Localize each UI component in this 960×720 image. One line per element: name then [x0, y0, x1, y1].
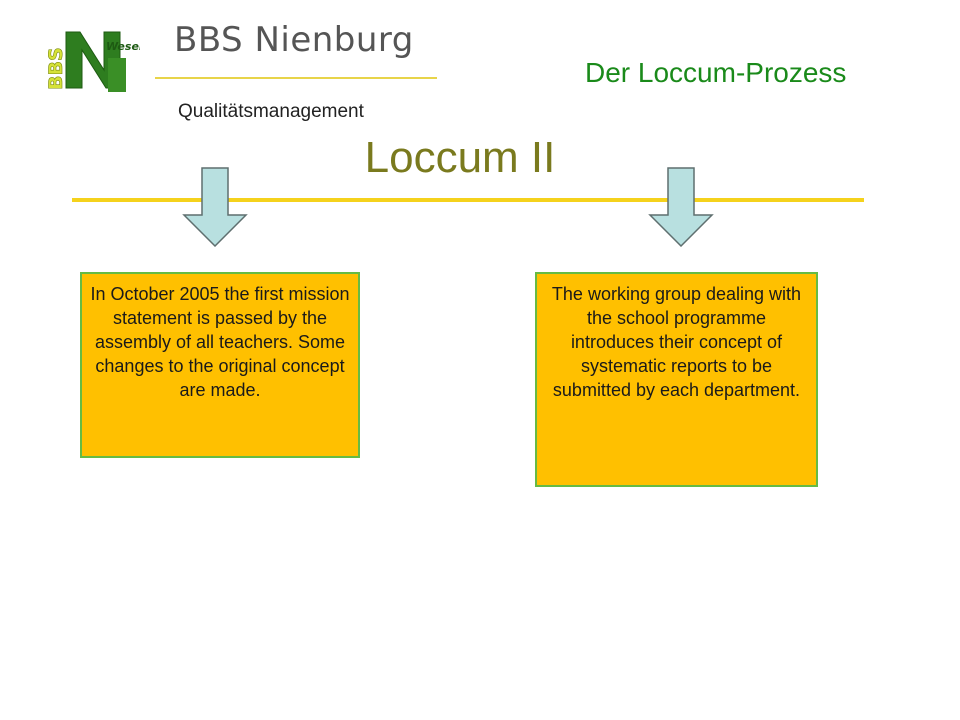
timeline-line: [72, 198, 864, 202]
subtitle: Qualitätsmanagement: [178, 101, 364, 122]
logo-letters: BBS: [48, 47, 67, 90]
down-arrow-icon: [182, 167, 248, 247]
slide-title: Loccum II: [364, 133, 556, 182]
logo-word: Weser: [106, 40, 140, 53]
brand-divider: [155, 77, 437, 79]
bbs-nienburg-logo: BBS Weser: [48, 31, 140, 92]
down-arrow-icon: [648, 167, 714, 247]
process-title: Der Loccum-Prozess: [585, 57, 847, 88]
milestone-box-right: The working group dealing with the schoo…: [535, 272, 818, 487]
milestone-box-left: In October 2005 the first mission statem…: [80, 272, 360, 458]
brand-name: BBS Nienburg: [174, 20, 414, 60]
logo-bar: [108, 58, 126, 92]
